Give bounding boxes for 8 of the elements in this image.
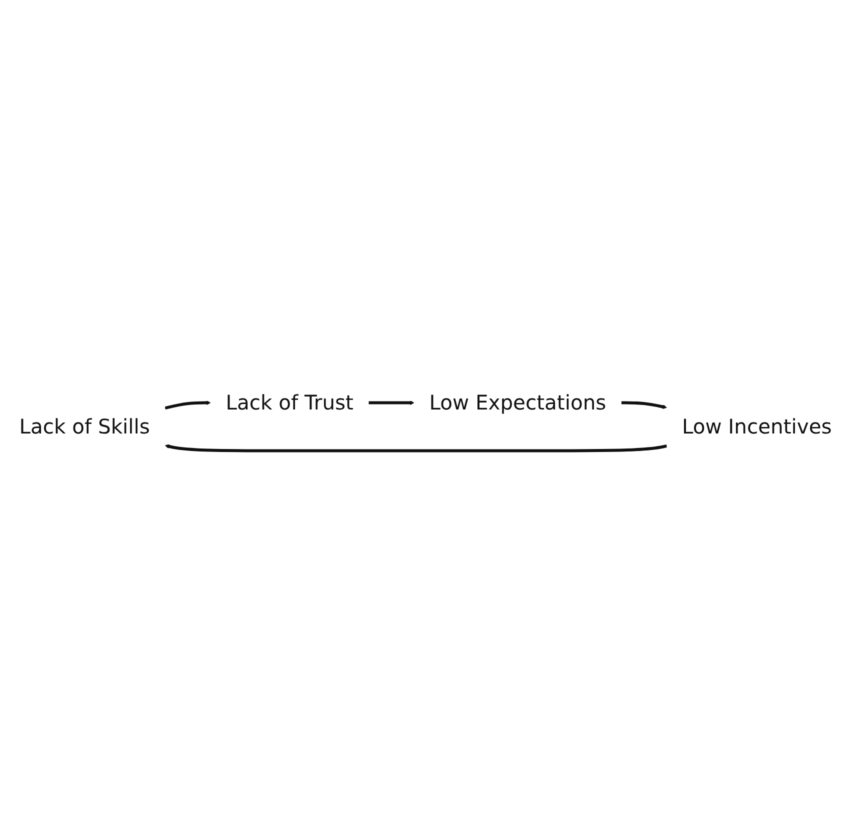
node-text: Lack of Trust: [226, 391, 354, 414]
arrow: [368, 400, 414, 406]
arrow: [164, 444, 668, 452]
arrow: [621, 401, 667, 410]
arrow: [164, 400, 211, 410]
node-text: Low Expectations: [429, 391, 606, 414]
node-text: Lack of Skills: [19, 415, 150, 438]
node-text: Low Incentives: [682, 415, 832, 438]
